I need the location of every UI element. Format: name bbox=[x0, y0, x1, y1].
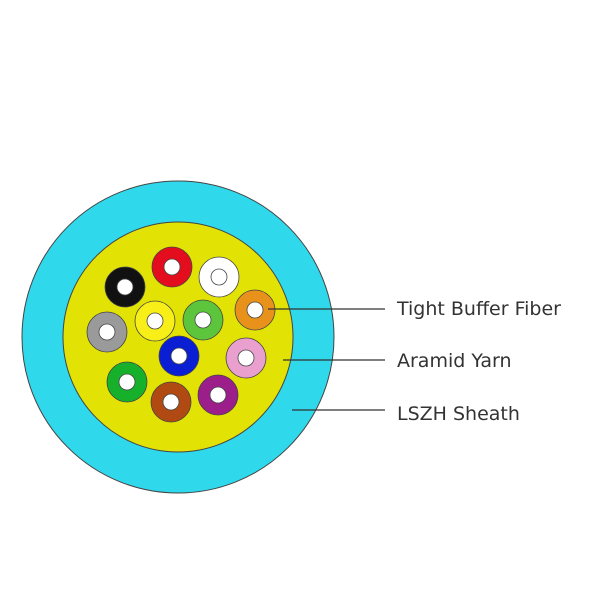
fiber-2 bbox=[198, 256, 240, 298]
fiber-core bbox=[246, 301, 264, 319]
fiber-11 bbox=[150, 381, 192, 423]
fiber-9 bbox=[225, 337, 267, 379]
fiber-core bbox=[210, 268, 228, 286]
aramid-yarn-label: Aramid Yarn bbox=[397, 350, 512, 372]
fiber-core bbox=[162, 393, 180, 411]
tight-buffer-fiber-label: Tight Buffer Fiber bbox=[397, 298, 561, 320]
fiber-core bbox=[163, 258, 181, 276]
lszh-sheath-label: LSZH Sheath bbox=[397, 403, 520, 425]
fiber-core bbox=[118, 373, 136, 391]
fiber-core bbox=[146, 312, 164, 330]
fiber-10 bbox=[106, 361, 148, 403]
fiber-5 bbox=[182, 299, 224, 341]
fiber-6 bbox=[234, 289, 276, 331]
fiber-12 bbox=[197, 374, 239, 416]
fiber-core bbox=[237, 349, 255, 367]
fiber-3 bbox=[104, 266, 146, 308]
fiber-core bbox=[194, 311, 212, 329]
fiber-8 bbox=[158, 335, 200, 377]
fiber-core bbox=[98, 323, 116, 341]
fiber-core bbox=[116, 278, 134, 296]
fiber-1 bbox=[151, 246, 193, 288]
fiber-7 bbox=[86, 311, 128, 353]
fiber-core bbox=[170, 347, 188, 365]
tight-buffer-fibers bbox=[86, 246, 276, 423]
fiber-4 bbox=[134, 300, 176, 342]
fiber-core bbox=[209, 386, 227, 404]
